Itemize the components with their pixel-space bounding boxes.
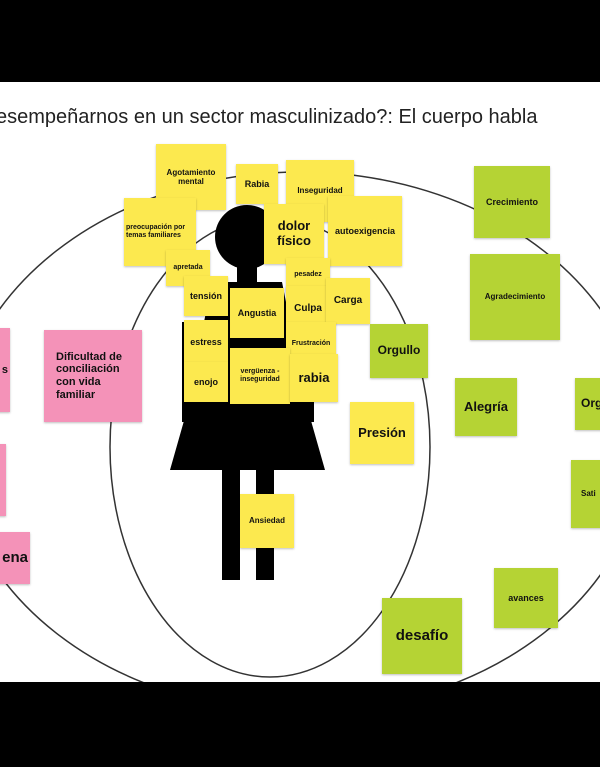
figure-left-leg: [222, 470, 240, 580]
note-presion: Presión: [350, 402, 414, 464]
note-dolor-fisico: dolor físico: [264, 204, 324, 264]
slide-title: esempeñarnos en un sector masculinizado?…: [0, 106, 538, 128]
note-estress: estress: [184, 320, 228, 364]
note-tension: tensión: [184, 276, 228, 316]
note-angustia: Angustia: [230, 288, 284, 338]
note-agradecimiento: Agradecimiento: [470, 254, 560, 340]
slide: esempeñarnos en un sector masculinizado?…: [0, 82, 600, 682]
note-alegria: Alegría: [455, 378, 517, 436]
note-desafio: desafío: [382, 598, 462, 674]
note-sati-cut: Sati: [571, 460, 600, 528]
figure-head: [215, 205, 279, 269]
note-ansiedad: Ansiedad: [240, 494, 294, 548]
note-crecimiento: Crecimiento: [474, 166, 550, 238]
note-enojo: enojo: [184, 362, 228, 402]
note-rabia-small: Rabia: [236, 164, 278, 204]
note-dificultad-conciliacion: Dificultad de conciliación con vida fami…: [44, 330, 142, 422]
figure-neck: [237, 266, 257, 284]
note-rabia-big: rabia: [290, 354, 338, 402]
note-orgullo: Orgullo: [370, 324, 428, 378]
note-carga: Carga: [326, 278, 370, 324]
note-autoexigencia: autoexigencia: [328, 196, 402, 266]
note-verguenza-inseguridad: vergüenza - inseguridad: [230, 348, 290, 404]
note-avances: avances: [494, 568, 558, 628]
note-pink-cut-1: s: [0, 328, 10, 412]
note-org-cut: Org: [575, 378, 600, 430]
note-pink-cut-2: [0, 444, 6, 516]
note-pink-cut-3: ena: [0, 532, 30, 584]
